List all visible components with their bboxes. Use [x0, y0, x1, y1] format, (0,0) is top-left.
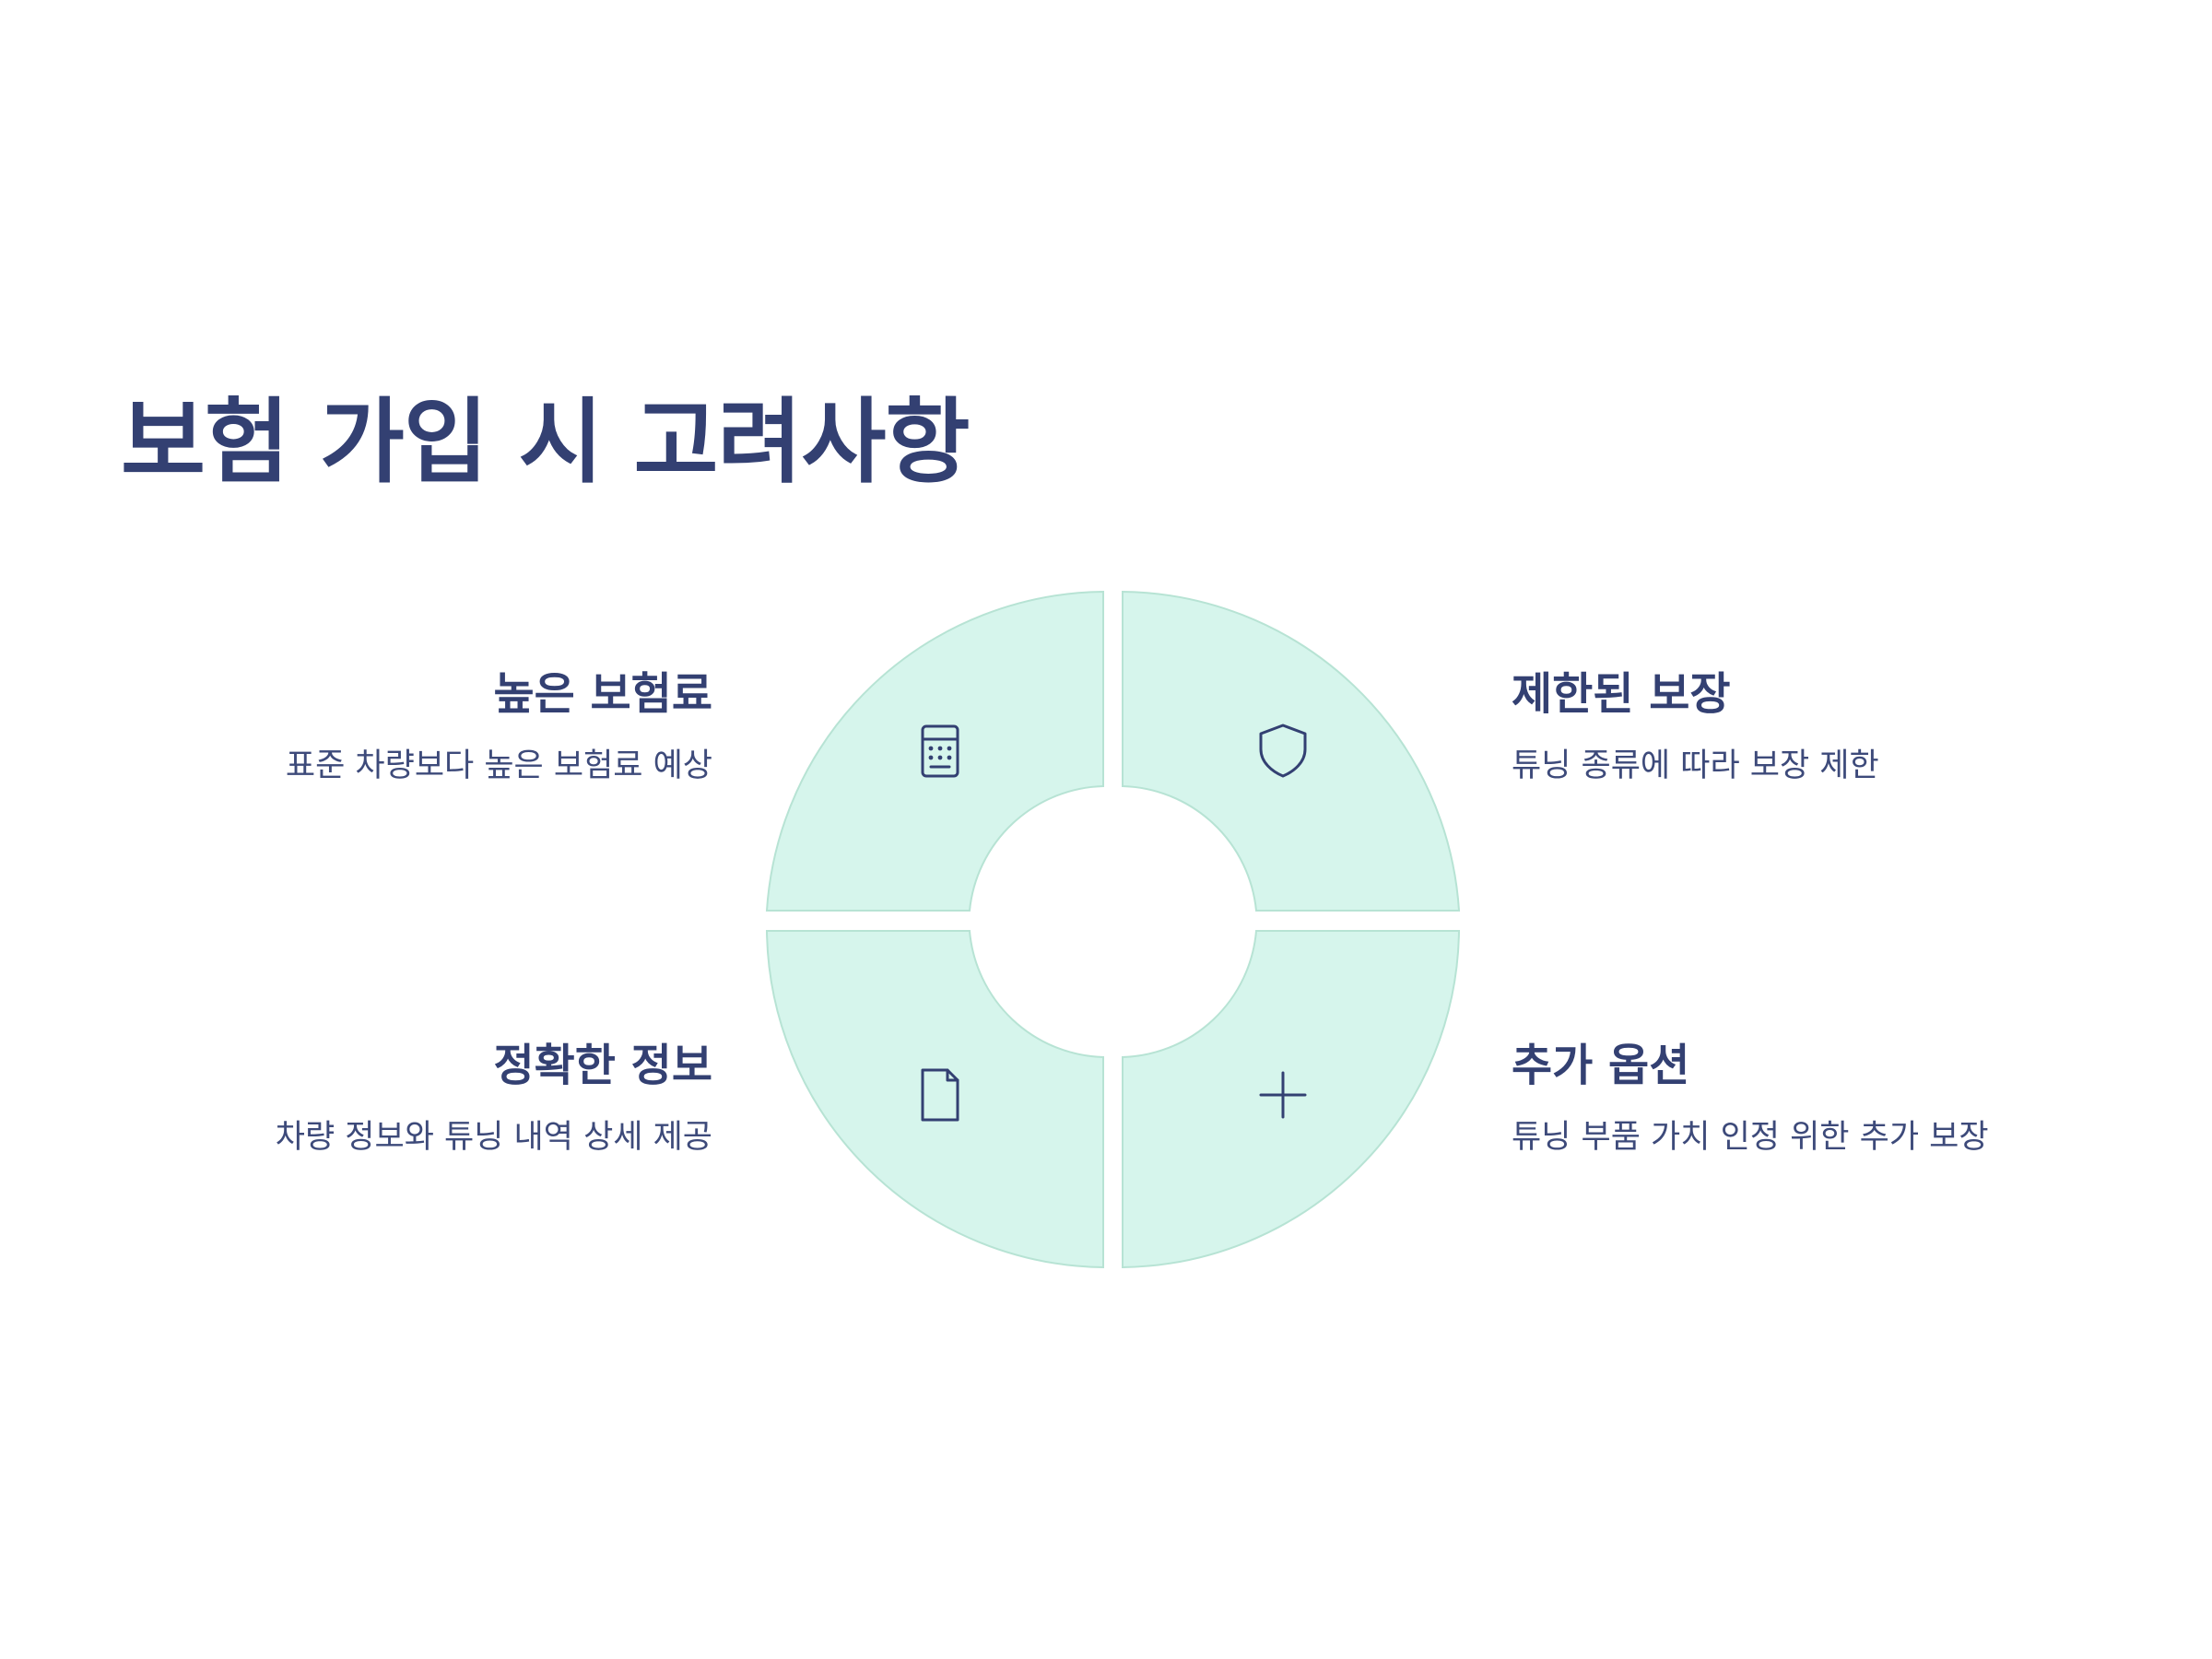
- plus-icon: [1259, 1071, 1307, 1119]
- label-title: 제한된 보장: [1512, 668, 1731, 720]
- label-bottom-left: 정확한 정보 차량 정보와 튜닝 내역 상세 제공: [141, 1040, 712, 1159]
- label-title: 정확한 정보: [493, 1040, 712, 1091]
- quadrant-bottom-right: [1122, 930, 1461, 1269]
- document-icon: [921, 1068, 959, 1122]
- quadrant-top-left-shape: [765, 590, 1104, 912]
- label-top-left: 높은 보험료 표준 차량보다 높은 보험료 예상: [141, 668, 712, 787]
- quadrant-bottom-right-shape: [1122, 930, 1461, 1269]
- label-title: 추가 옵션: [1512, 1040, 1690, 1091]
- label-description: 튜닝 부품 가치 인정 위한 추가 보장: [1512, 1118, 1989, 1156]
- label-description: 튜닝 종류에 따라 보장 제한: [1512, 747, 1879, 784]
- shield-icon: [1259, 724, 1307, 778]
- quadrant-bottom-left-shape: [765, 930, 1104, 1269]
- quadrant-bottom-left: [765, 930, 1104, 1269]
- label-top-right: 제한된 보장 튜닝 종류에 따라 보장 제한: [1512, 668, 2083, 787]
- label-title: 높은 보험료: [493, 668, 712, 720]
- quadrant-top-left: [765, 590, 1104, 912]
- calculator-icon: [921, 724, 959, 778]
- label-bottom-right: 추가 옵션 튜닝 부품 가치 인정 위한 추가 보장: [1512, 1040, 2083, 1159]
- label-description: 표준 차량보다 높은 보험료 예상: [285, 747, 712, 784]
- label-description: 차량 정보와 튜닝 내역 상세 제공: [275, 1118, 712, 1156]
- quadrant-top-right-shape: [1122, 590, 1461, 912]
- page-title: 보험 가입 시 고려사항: [121, 388, 970, 496]
- quadrant-top-right: [1122, 590, 1461, 912]
